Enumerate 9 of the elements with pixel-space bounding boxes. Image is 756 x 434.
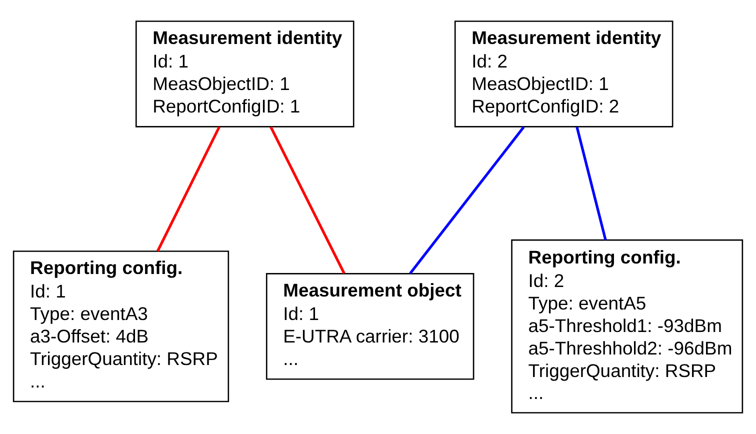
node-box: Measurement identity Id: 2 MeasObjectID: 1 ReportConfigID: 2 bbox=[454, 20, 674, 128]
node-box: Reporting config. Id: 2 Type: eventA5 a5-Threshold1: -93dBm a5-Threshhold2: -96dBm TriggerQuantity: RSRP ... bbox=[511, 239, 744, 414]
node-box: Measurement object Id: 1 E-UTRA carrier: 3100 ... bbox=[266, 273, 474, 380]
connector bbox=[156, 126, 220, 252]
connector bbox=[409, 126, 525, 274]
node-box: Reporting config. Id: 1 Type: eventA3 a3-Offset: 4dB TriggerQuantity: RSRP ... bbox=[12, 250, 230, 402]
connector bbox=[576, 126, 607, 240]
node-box: Measurement identity Id: 1 MeasObjectID: 1 ReportConfigID: 1 bbox=[135, 20, 354, 128]
connector bbox=[270, 126, 346, 274]
